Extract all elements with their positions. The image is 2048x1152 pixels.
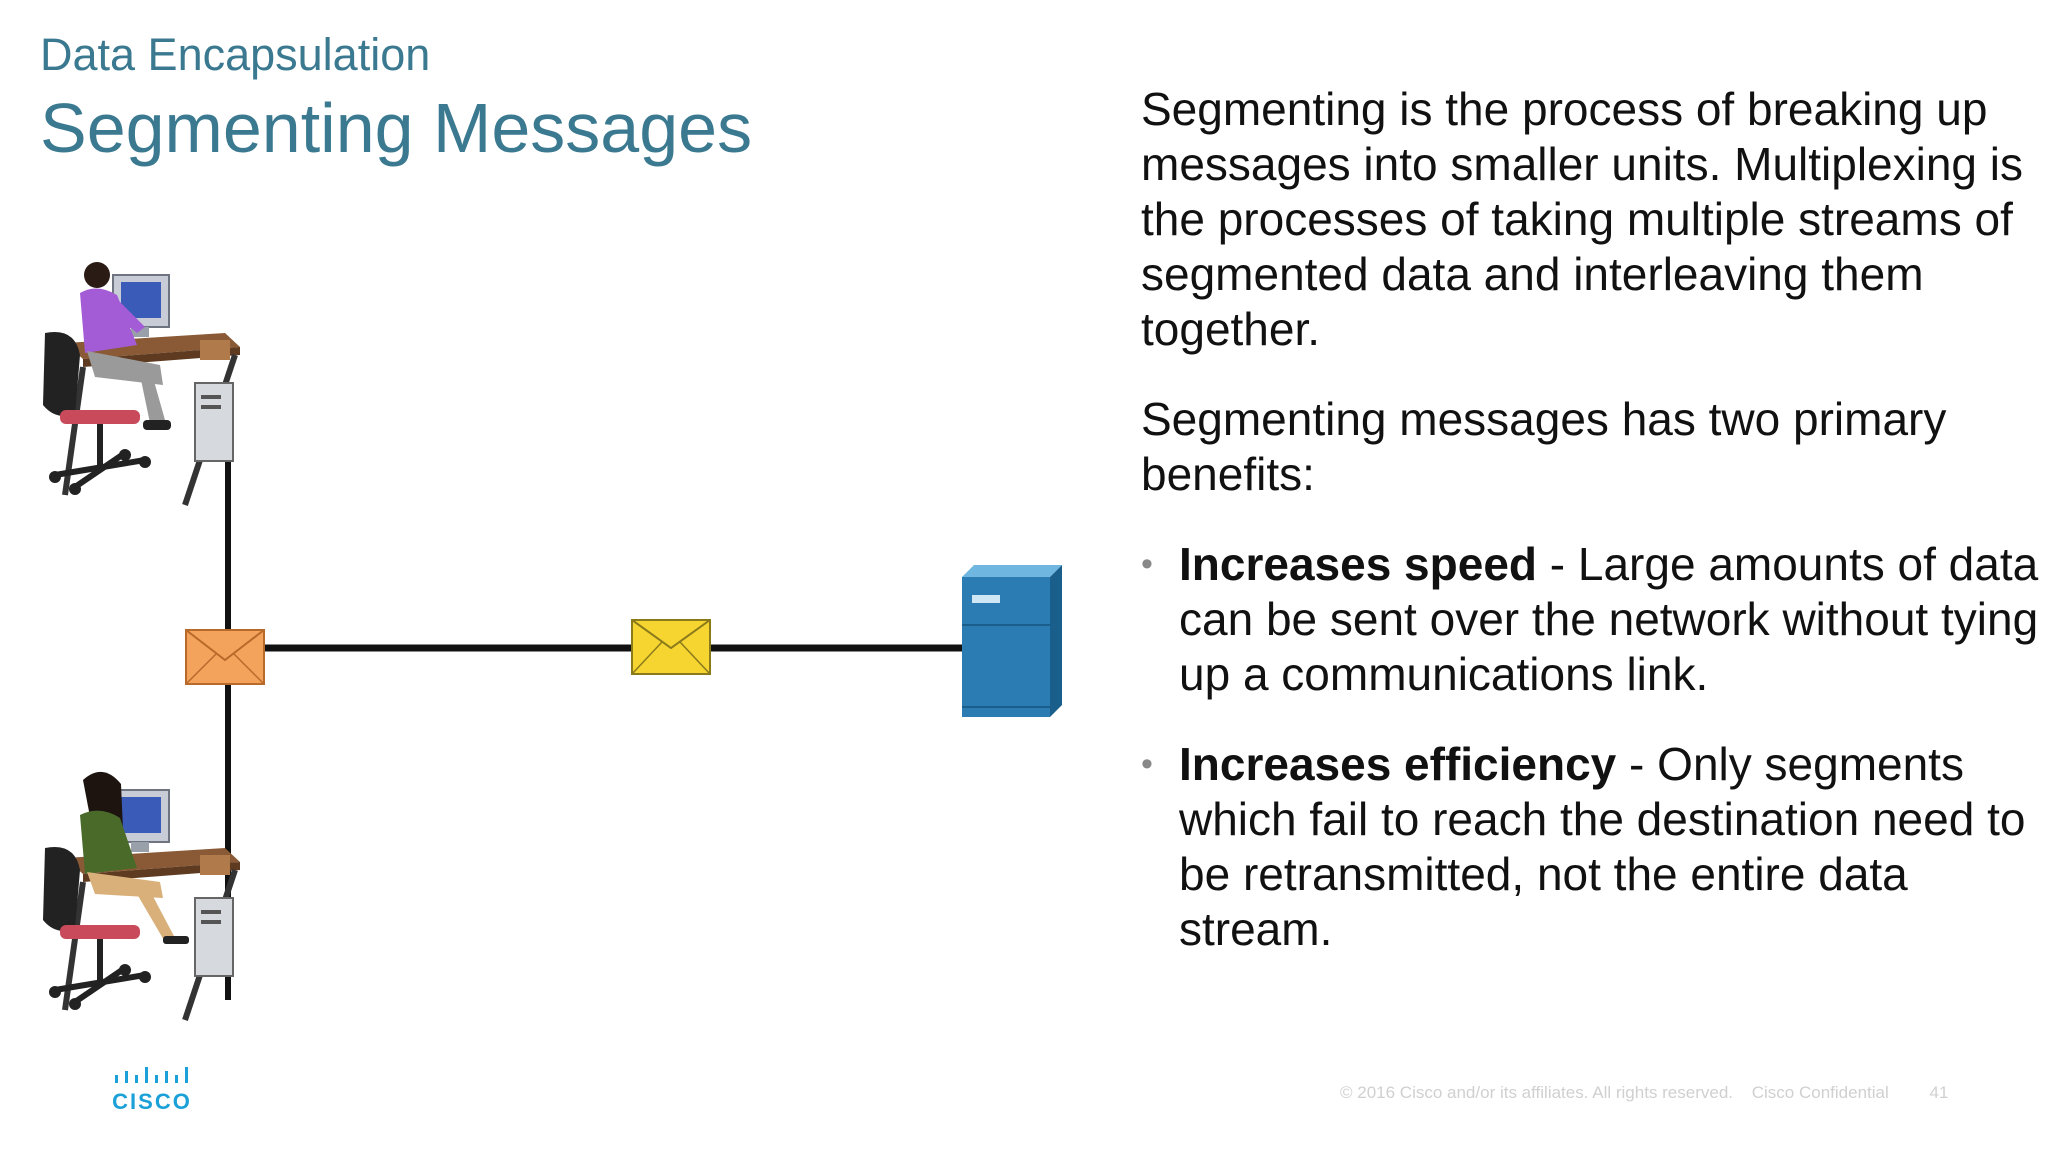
- workstation-male-icon: [43, 262, 240, 506]
- footer: © 2016 Cisco and/or its affiliates. All …: [1340, 1083, 1960, 1103]
- benefit-efficiency: • Increases efficiency - Only segments w…: [1141, 737, 2041, 957]
- slide-title: Segmenting Messages: [40, 89, 753, 167]
- workstation-female-icon: [43, 771, 240, 1021]
- section-subtitle: Data Encapsulation: [40, 29, 431, 80]
- footer-copyright: © 2016 Cisco and/or its affiliates. All …: [1340, 1083, 1734, 1102]
- bullet-dot-icon: •: [1141, 545, 1153, 583]
- benefit-speed: • Increases speed - Large amounts of dat…: [1141, 537, 2041, 702]
- body-text: Segmenting is the process of breaking up…: [1141, 82, 2041, 992]
- envelope-yellow-icon: [631, 619, 711, 675]
- paragraph-segmenting: Segmenting is the process of breaking up…: [1141, 83, 2024, 355]
- network-links: [225, 440, 965, 1000]
- footer-confidential: Cisco Confidential: [1751, 1083, 1889, 1102]
- cisco-bars-icon: [115, 1067, 188, 1083]
- envelope-orange-icon: [185, 629, 265, 685]
- network-diagram: [43, 262, 1062, 1021]
- page-number: 41: [1929, 1083, 1949, 1102]
- server-icon: [962, 565, 1062, 717]
- benefit-term: Increases speed: [1179, 538, 1538, 590]
- benefit-term: Increases efficiency: [1179, 738, 1617, 790]
- cisco-logo: CISCO: [112, 1065, 192, 1114]
- benefit-description: - Large amounts of data can be sent over…: [1179, 538, 2039, 700]
- benefits-list: • Increases speed - Large amounts of dat…: [1141, 537, 2041, 957]
- benefit-description: - Only segments which fail to reach the …: [1179, 738, 2026, 955]
- bullet-dot-icon: •: [1141, 745, 1153, 783]
- paragraph-benefits: Segmenting messages has two primary bene…: [1141, 393, 1947, 500]
- cisco-wordmark: CISCO: [112, 1089, 192, 1114]
